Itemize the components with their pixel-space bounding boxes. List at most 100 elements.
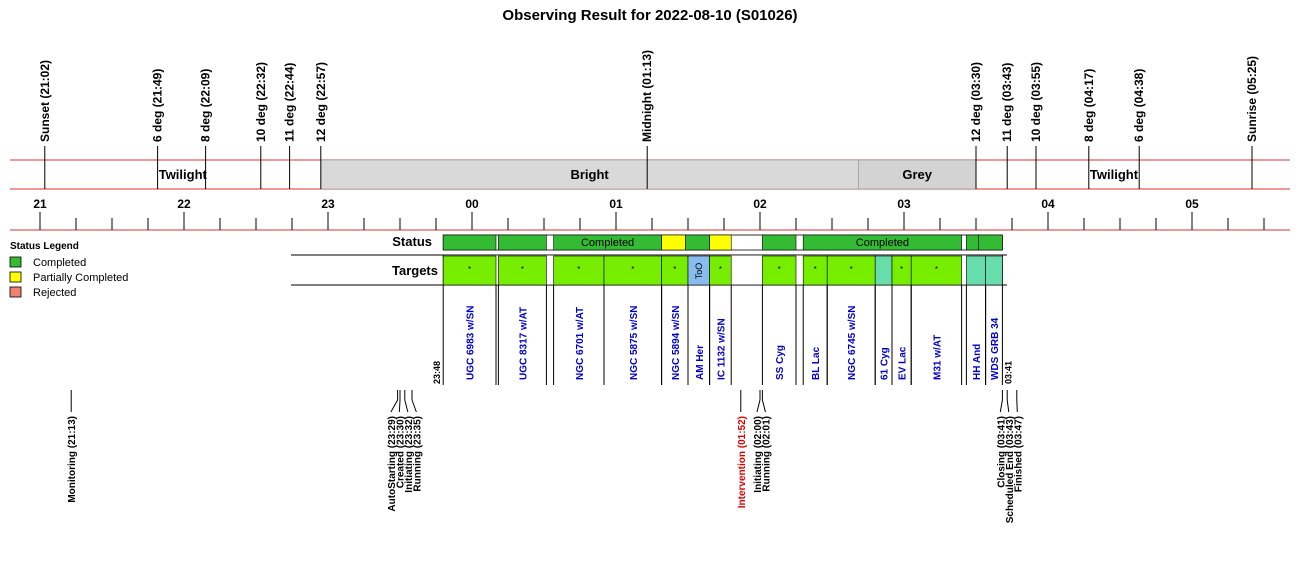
phase-label: Grey — [902, 167, 932, 182]
target-name: SS Cyg — [775, 345, 786, 380]
target-name: IC 1132 w/SN — [716, 318, 727, 380]
phase-label: Bright — [570, 167, 609, 182]
twilight-events: Sunset (21:02) 6 deg (21:49) 8 deg (22:09)… — [38, 50, 1259, 189]
twilight-event-label: 6 deg (21:49) — [151, 69, 165, 142]
legend-item-label: Completed — [33, 257, 86, 269]
target-block — [802, 255, 828, 286]
event-leader — [411, 399, 417, 413]
legend-title: Status Legend — [10, 241, 79, 252]
target-block — [874, 255, 893, 286]
legend-swatch — [9, 256, 22, 268]
phase-bar: Twilight Bright Grey Twilight — [10, 159, 1290, 190]
target-block — [603, 255, 662, 286]
status-segment — [966, 234, 979, 251]
status-segment-label: Completed — [581, 237, 634, 249]
twilight-event-label: 10 deg (03:55) — [1029, 62, 1043, 142]
target-name: 61 Cyg — [880, 347, 891, 380]
event-leader — [1006, 399, 1010, 413]
status-segment-label: Completed — [856, 237, 909, 249]
target-marker: * — [521, 265, 524, 274]
hour-label: 02 — [753, 197, 767, 211]
target-block — [442, 255, 497, 286]
window-end-label: 03:41 — [1003, 361, 1013, 384]
hour-label: 05 — [1185, 197, 1199, 211]
target-name: UGC 8317 w/AT — [518, 307, 529, 380]
target-marker: * — [631, 265, 634, 274]
status-segment — [442, 234, 497, 251]
target-block — [498, 255, 547, 286]
phase-label: Twilight — [1090, 167, 1139, 182]
target-marker: * — [719, 265, 722, 274]
target-name: AM Her — [695, 345, 706, 380]
target-name: NGC 6745 w/SN — [847, 306, 858, 380]
target-name: NGC 5875 w/SN — [629, 306, 640, 380]
target-name: UGC 6983 w/SN — [466, 306, 477, 380]
target-block — [985, 255, 1003, 286]
target-block — [762, 255, 797, 286]
legend-item-label: Rejected — [33, 287, 76, 299]
operation-event-label: Running (02:01) — [761, 416, 772, 492]
operation-event-label: Monitoring (21:13) — [67, 416, 78, 503]
target-name: M31 w/AT — [932, 335, 943, 380]
hour-label: 01 — [609, 197, 623, 211]
hour-label: 03 — [897, 197, 911, 211]
hour-label: 21 — [33, 197, 47, 211]
target-marker: * — [778, 265, 781, 274]
operation-event-label: AutoStarting (23:29) — [387, 416, 398, 512]
target-name: WDS GRB 34 — [990, 317, 1001, 380]
targets-row-label: Targets — [392, 263, 438, 278]
target-marker: * — [673, 265, 676, 274]
target-marker: * — [935, 265, 938, 274]
status-row-label: Status — [392, 234, 432, 249]
target-block — [553, 255, 605, 286]
event-leader — [761, 399, 766, 413]
operation-event-label: Intervention (01:52) — [737, 416, 748, 508]
operation-event-label: Finished (03:47) — [1013, 416, 1024, 492]
phase-label: Twilight — [159, 167, 208, 182]
status-segment — [685, 234, 710, 251]
target-marker: * — [577, 265, 580, 274]
twilight-event-label: Sunset (21:02) — [38, 60, 52, 142]
page-title: Observing Result for 2022-08-10 (S01026) — [502, 7, 797, 24]
status-segment — [661, 234, 686, 251]
operation-events: Monitoring (21:13)AutoStarting (23:29)Cr… — [67, 390, 1024, 523]
twilight-event-label: Sunrise (05:25) — [1245, 56, 1259, 142]
status-segment — [978, 234, 1003, 251]
operation-event-label: Initiating (02:00) — [753, 416, 764, 493]
hour-label: 22 — [177, 197, 191, 211]
target-marker: * — [468, 265, 471, 274]
twilight-event-label: 11 deg (22:44) — [283, 63, 297, 142]
operation-event-label: Initiating (23:32) — [404, 416, 415, 493]
operation-event-label: Running (23:35) — [412, 416, 423, 492]
target-name: BL Lac — [811, 346, 822, 380]
target-marker: * — [814, 265, 817, 274]
twilight-event-label: 6 deg (04:38) — [1132, 69, 1146, 142]
twilight-event-label: Midnight (01:13) — [640, 50, 654, 142]
status-segment — [498, 234, 547, 251]
target-block — [966, 255, 986, 286]
status-segment — [762, 234, 797, 251]
window-start-label: 23:48 — [432, 361, 442, 384]
target-block — [709, 255, 732, 286]
target-block — [661, 255, 689, 286]
twilight-event-label: 8 deg (22:09) — [199, 69, 213, 142]
target-marker: * — [850, 265, 853, 274]
target-name: NGC 6701 w/AT — [575, 307, 586, 380]
target-block — [910, 255, 962, 286]
too-badge: ToO — [694, 263, 704, 280]
event-leader — [390, 399, 399, 413]
operation-event-label: Closing (03:41) — [996, 416, 1007, 488]
status-segment — [709, 234, 732, 251]
event-leader — [1016, 399, 1018, 413]
target-labels: UGC 6983 w/SN UGC 8317 w/AT NGC 6701 w/AT N… — [432, 285, 1013, 385]
target-name: EV Lac — [898, 346, 909, 380]
target-name: NGC 5894 w/SN — [671, 306, 682, 380]
twilight-event-label: 8 deg (04:17) — [1082, 69, 1096, 142]
target-name: HH And — [972, 344, 983, 380]
event-leader — [756, 399, 761, 413]
hour-label: 23 — [321, 197, 335, 211]
